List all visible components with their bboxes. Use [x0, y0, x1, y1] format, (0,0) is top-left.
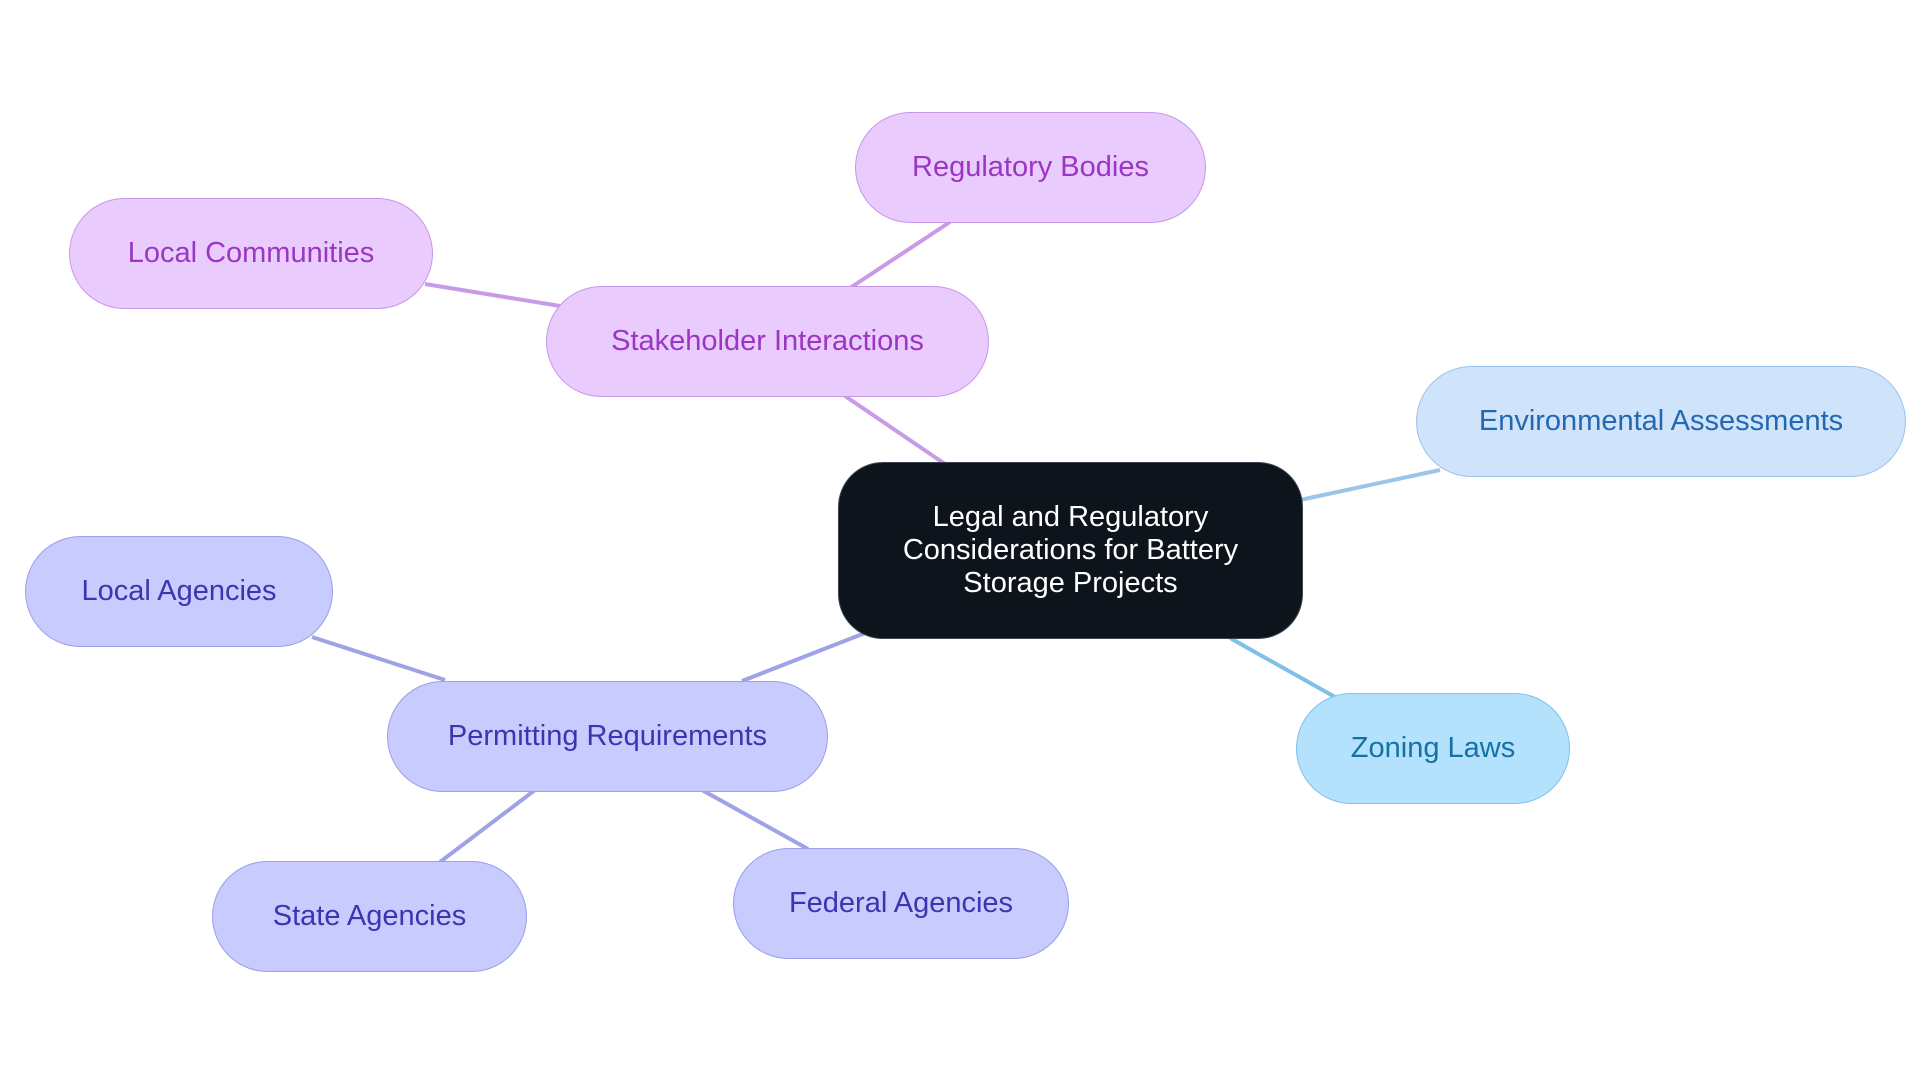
node-local-agencies-label: Local Agencies [81, 575, 277, 607]
node-local-agencies: Local Agencies [25, 536, 333, 647]
root-label: Legal and Regulatory Considerations for … [903, 501, 1238, 600]
node-environmental-assessments: Environmental Assessments [1416, 366, 1906, 477]
node-local-communities: Local Communities [69, 198, 433, 309]
node-state-agencies-label: State Agencies [272, 900, 467, 932]
node-federal-agencies-label: Federal Agencies [788, 887, 1014, 919]
node-environmental-assessments-label: Environmental Assessments [1478, 405, 1844, 437]
edge-root-zoning [1229, 636, 1336, 699]
node-stakeholder-interactions: Stakeholder Interactions [546, 286, 989, 397]
node-state-agencies: State Agencies [212, 861, 527, 972]
edge-stakeholder-regulatory-bodies [848, 220, 952, 290]
node-regulatory-bodies-label: Regulatory Bodies [912, 151, 1149, 183]
node-permitting-requirements-label: Permitting Requirements [447, 720, 768, 752]
node-zoning-laws: Zoning Laws [1296, 693, 1570, 804]
node-stakeholder-interactions-label: Stakeholder Interactions [611, 325, 924, 357]
edge-permitting-state-agencies [438, 788, 537, 864]
edge-stakeholder-local-communities [424, 282, 561, 308]
node-zoning-laws-label: Zoning Laws [1350, 732, 1516, 764]
root-node: Legal and Regulatory Considerations for … [838, 462, 1303, 639]
root-label-line-3: Storage Projects [963, 567, 1178, 599]
node-regulatory-bodies: Regulatory Bodies [855, 112, 1206, 223]
edge-permitting-federal-agencies [701, 788, 809, 851]
edge-root-environmental [1299, 468, 1441, 502]
root-label-line-1: Legal and Regulatory [932, 501, 1209, 533]
node-local-communities-label: Local Communities [127, 237, 375, 269]
node-federal-agencies: Federal Agencies [733, 848, 1069, 959]
root-label-line-2: Considerations for Battery [902, 534, 1239, 566]
edge-root-stakeholder [843, 394, 947, 466]
node-permitting-requirements: Permitting Requirements [387, 681, 828, 792]
edge-root-permitting [741, 631, 866, 683]
edge-permitting-local-agencies [311, 635, 446, 682]
